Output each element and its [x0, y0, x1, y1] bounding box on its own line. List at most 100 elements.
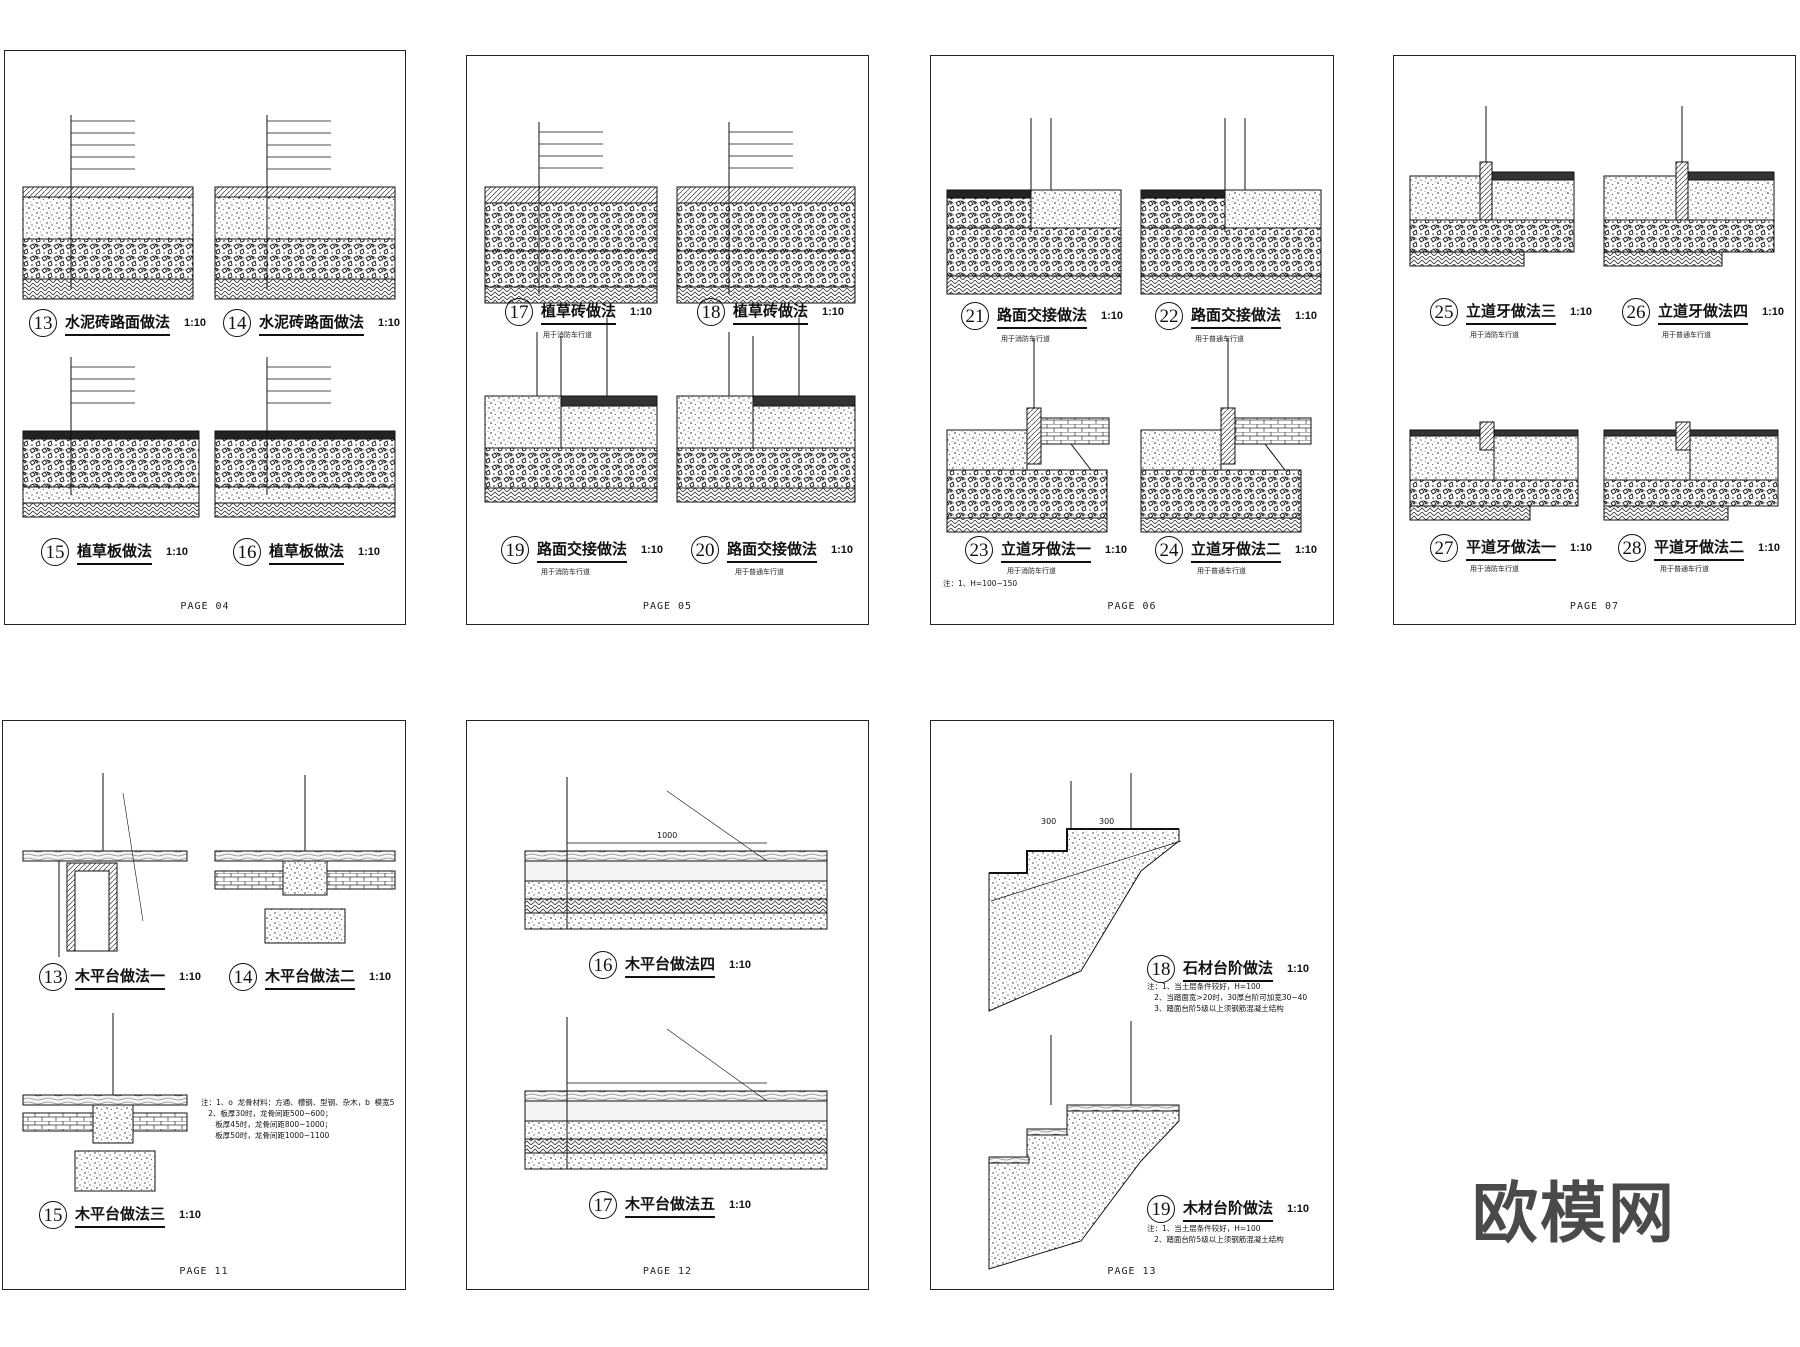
- dimension-label: 300: [1099, 817, 1115, 826]
- section-21: [946, 118, 1122, 295]
- section-19: [988, 1021, 1180, 1270]
- detail-name: 木材台阶做法: [1183, 1197, 1274, 1222]
- detail-subtitle: 用于普通车行道: [1660, 565, 1709, 573]
- detail-scale: 1:10: [822, 306, 845, 318]
- detail-name: 路面交接做法: [727, 538, 818, 563]
- dimension-label: 1000: [657, 831, 678, 840]
- sheet-12-drawing: [524, 777, 828, 1170]
- detail-number: 26: [1622, 298, 1650, 326]
- detail-scale: 1:10: [729, 1199, 752, 1211]
- page-number: PAGE 05: [642, 601, 693, 612]
- detail-title-25: 25 立道牙做法三 1:10: [1430, 298, 1592, 326]
- detail-name: 路面交接做法: [997, 304, 1088, 329]
- section-28: [1603, 421, 1779, 521]
- section-27: [1409, 421, 1579, 521]
- section-18: [988, 773, 1182, 1012]
- detail-scale: 1:10: [729, 959, 752, 971]
- section-26: [1603, 106, 1775, 267]
- detail-scale: 1:10: [1287, 1203, 1310, 1215]
- detail-name: 平道牙做法一: [1466, 536, 1557, 561]
- detail-title-17: 17 植草砖做法 1:10: [505, 298, 652, 326]
- detail-title-23: 23 立道牙做法一 1:10: [965, 536, 1127, 564]
- detail-number: 16: [589, 951, 617, 979]
- detail-name: 水泥砖路面做法: [65, 311, 171, 336]
- detail-number: 24: [1155, 536, 1183, 564]
- page-number: PAGE 04: [180, 601, 230, 612]
- detail-scale: 1:10: [369, 971, 392, 983]
- detail-number: 22: [1155, 302, 1183, 330]
- page-number: PAGE 11: [179, 1266, 229, 1277]
- detail-scale: 1:10: [831, 544, 854, 556]
- detail-name: 木平台做法三: [75, 1203, 166, 1228]
- section-16: [214, 357, 396, 518]
- page-number: PAGE 07: [1569, 601, 1620, 612]
- detail-number: 27: [1430, 534, 1458, 562]
- section-15: [22, 1013, 188, 1192]
- section-24: [1140, 338, 1312, 533]
- sheet-note: 注：1、当土层条件较好，H=100 2、踏面台阶5级以上须钢筋混凝土结构: [1147, 1224, 1284, 1244]
- detail-name: 立道牙做法三: [1466, 300, 1557, 325]
- detail-subtitle: 用于消防车行道: [541, 568, 590, 576]
- detail-name: 路面交接做法: [537, 538, 628, 563]
- detail-number: 15: [39, 1201, 67, 1229]
- sheet-note: 注：1、o 龙骨材料：方通、槽钢、型钢、杂木，b 模宽5 2、板厚30时，龙骨间…: [201, 1098, 395, 1140]
- detail-number: 14: [229, 963, 257, 991]
- detail-name: 立道牙做法一: [1001, 538, 1092, 563]
- detail-scale: 1:10: [378, 317, 401, 329]
- detail-number: 25: [1430, 298, 1458, 326]
- section-22: [1140, 118, 1322, 295]
- detail-subtitle: 用于普通车行道: [735, 568, 784, 576]
- detail-name: 石材台阶做法: [1183, 957, 1274, 982]
- detail-subtitle: 用于消防车行道: [543, 331, 592, 339]
- detail-number: 13: [29, 309, 57, 337]
- detail-scale: 1:10: [1105, 544, 1128, 556]
- sheet-05-drawing: [484, 122, 856, 503]
- detail-scale: 1:10: [1295, 544, 1318, 556]
- page-number: PAGE 13: [1107, 1266, 1157, 1277]
- section-23: [946, 338, 1110, 533]
- detail-number: 20: [691, 536, 719, 564]
- detail-number: 17: [505, 298, 533, 326]
- detail-name: 木平台做法一: [75, 965, 166, 990]
- detail-scale: 1:10: [1762, 306, 1785, 318]
- detail-name: 木平台做法五: [625, 1193, 716, 1218]
- detail-name: 植草砖做法: [541, 300, 617, 325]
- page-number: PAGE 06: [1107, 601, 1157, 612]
- detail-name: 植草砖做法: [733, 300, 809, 325]
- section-16: [524, 777, 828, 930]
- sheet-note: 注：1、当土层条件较好，H=100 2、当踏面宽>20时，30厚台阶可加宽30~…: [1147, 982, 1308, 1013]
- detail-title-19: 19 路面交接做法 1:10: [501, 536, 663, 564]
- section-17: [524, 1017, 828, 1170]
- detail-name: 植草板做法: [77, 540, 153, 565]
- detail-subtitle: 用于普通车行道: [1662, 331, 1711, 339]
- detail-title-20: 20 路面交接做法 1:10: [691, 536, 853, 564]
- detail-scale: 1:10: [184, 317, 207, 329]
- section-13: [22, 115, 194, 300]
- detail-scale: 1:10: [630, 306, 653, 318]
- detail-scale: 1:10: [166, 546, 189, 558]
- detail-number: 19: [501, 536, 529, 564]
- section-20: [676, 318, 856, 503]
- detail-name: 木平台做法二: [265, 965, 356, 990]
- detail-scale: 1:10: [1101, 310, 1124, 322]
- detail-scale: 1:10: [1758, 542, 1781, 554]
- section-13: [22, 773, 188, 957]
- detail-number: 23: [965, 536, 993, 564]
- detail-scale: 1:10: [1570, 306, 1593, 318]
- detail-scale: 1:10: [641, 544, 664, 556]
- detail-subtitle: 用于消防车行道: [1470, 331, 1519, 339]
